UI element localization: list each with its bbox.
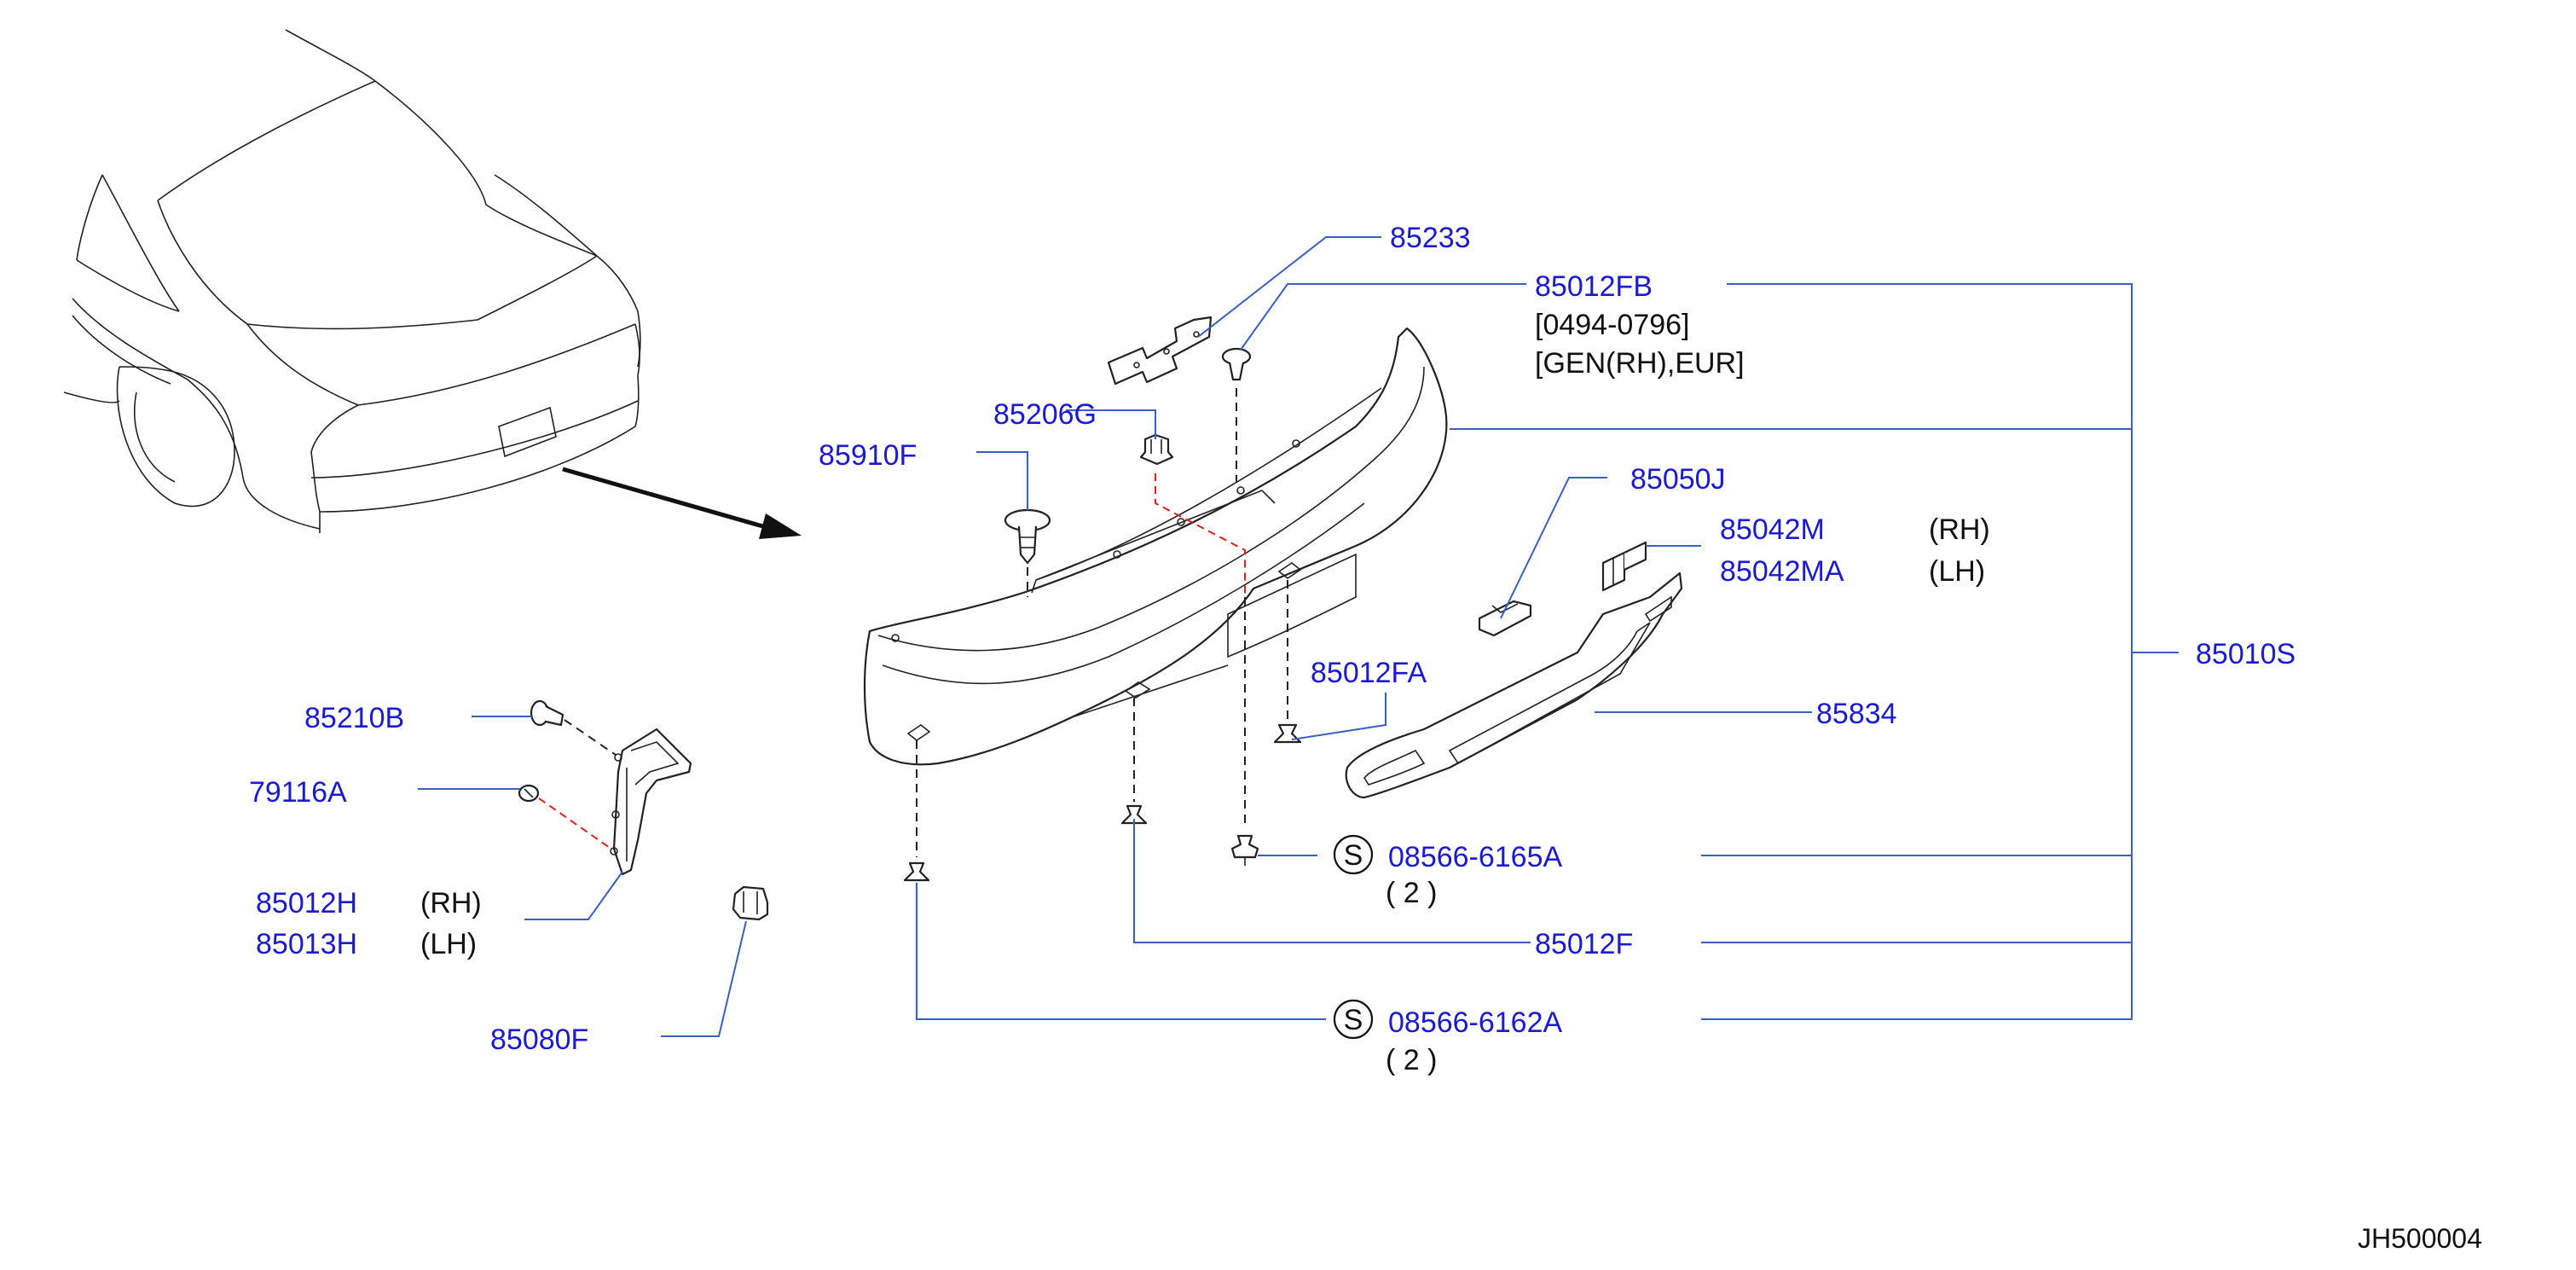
s-symbol-6165A: S [1333, 834, 1374, 875]
part-label-85233[interactable]: 85233 [1390, 222, 1471, 254]
part-label-85042MA[interactable]: 85042MA [1720, 555, 1844, 588]
side-bracket-85012H-drawing [610, 728, 692, 876]
part-label-08566-6165A[interactable]: 08566-6165A [1388, 841, 1563, 873]
part-label-79116A[interactable]: 79116A [249, 776, 347, 809]
clip-6162A-drawing [903, 740, 930, 882]
screw-85210B-drawing [530, 699, 617, 756]
side-85012H: (RH) [420, 887, 482, 919]
s-symbol-text: S [1344, 1004, 1363, 1036]
part-label-85012FB[interactable]: 85012FB [1535, 270, 1653, 303]
bracket-85233-drawing [1107, 316, 1213, 386]
part-label-85050J[interactable]: 85050J [1630, 463, 1726, 496]
screw-85910F-drawing [1004, 508, 1051, 597]
car-rear-illustration [63, 29, 641, 533]
clip-85080F-drawing [732, 885, 769, 921]
part-label-85206G[interactable]: 85206G [993, 398, 1097, 431]
part-label-85080F[interactable]: 85080F [490, 1024, 588, 1056]
screw-6165A-drawing [1230, 597, 1259, 866]
side-85013H: (LH) [420, 928, 477, 960]
part-label-85910F[interactable]: 85910F [819, 439, 917, 472]
bracket-85050J-drawing [1478, 600, 1532, 637]
side-85042M: (RH) [1929, 513, 1990, 546]
leader-lines [418, 236, 2179, 1037]
direction-arrow [562, 467, 802, 539]
part-label-85012FA[interactable]: 85012FA [1311, 657, 1427, 689]
note-85012FB-market: [GEN(RH),EUR] [1535, 347, 1745, 380]
part-label-85012H[interactable]: 85012H [256, 887, 357, 919]
clip-85012F-drawing [1120, 698, 1148, 825]
clip-85012FA-drawing [1273, 580, 1302, 744]
clip-79116A-drawing [518, 784, 613, 850]
qty-08566-6162A: ( 2 ) [1386, 1044, 1437, 1076]
reference-code: JH500004 [2358, 1223, 2482, 1254]
qty-08566-6165A: ( 2 ) [1386, 877, 1437, 909]
nut-85206G-drawing [1139, 433, 1246, 597]
part-label-85042M[interactable]: 85042M [1720, 513, 1825, 546]
part-label-85013H[interactable]: 85013H [256, 928, 357, 960]
bumper-fascia-drawing [863, 327, 1448, 766]
part-label-08566-6162A[interactable]: 08566-6162A [1388, 1006, 1563, 1039]
garnish-85834-drawing [1345, 571, 1683, 799]
clip-85012FB-drawing [1221, 347, 1252, 482]
bracket-85042M-drawing [1601, 541, 1647, 592]
part-label-85834[interactable]: 85834 [1816, 698, 1897, 730]
s-symbol-text: S [1344, 839, 1363, 872]
part-label-85210B[interactable]: 85210B [304, 702, 404, 734]
part-label-85012F[interactable]: 85012F [1535, 928, 1633, 960]
side-85042MA: (LH) [1929, 555, 1985, 588]
s-symbol-6162A: S [1333, 999, 1374, 1040]
part-label-85010S[interactable]: 85010S [2196, 638, 2295, 670]
note-85012FB-date: [0494-0796] [1535, 309, 1690, 341]
